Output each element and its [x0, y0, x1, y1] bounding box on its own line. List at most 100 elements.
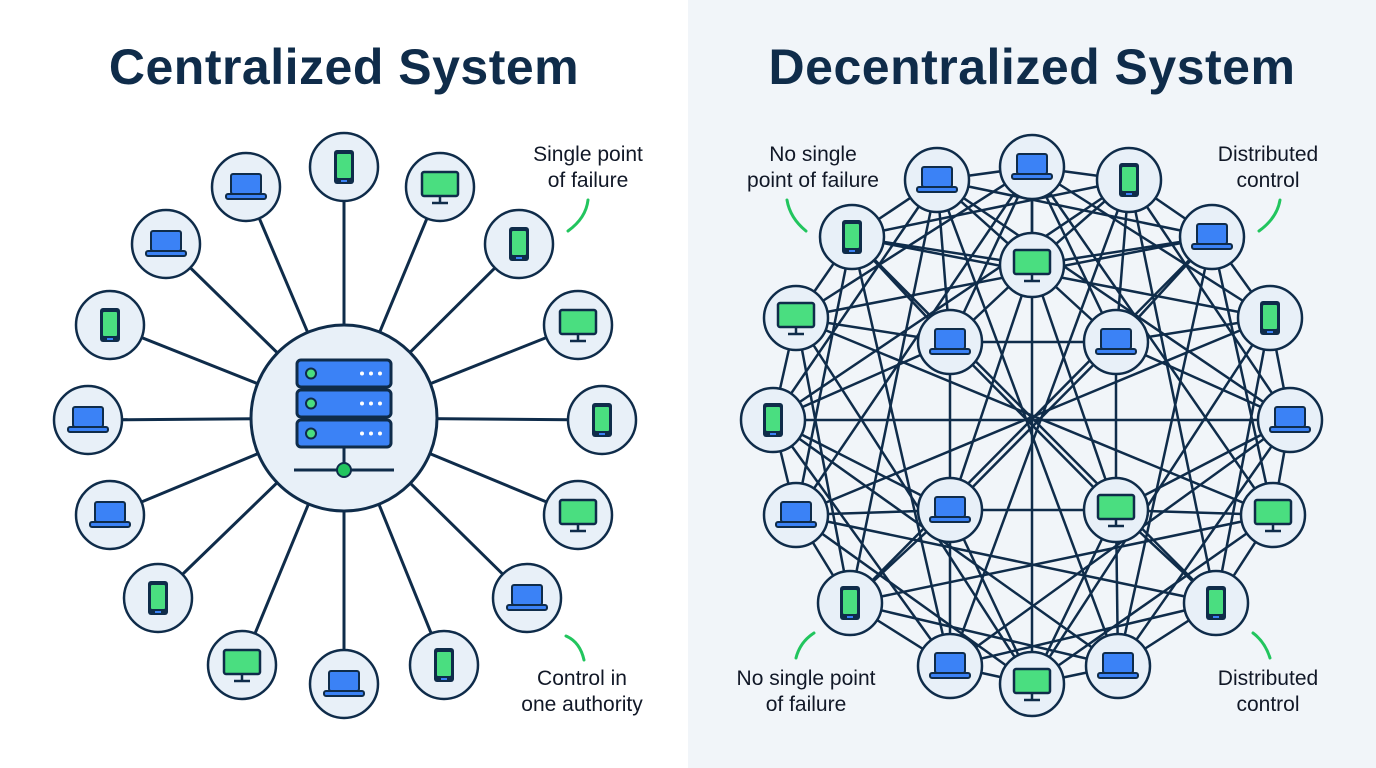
- mesh-link: [794, 317, 852, 604]
- phone-icon: [334, 150, 354, 184]
- client-node: [483, 208, 555, 280]
- client-node: [130, 208, 202, 280]
- laptop-icon: [1269, 406, 1311, 433]
- peer-node: [739, 386, 807, 454]
- client-node: [491, 562, 563, 634]
- monitor-icon: [1012, 248, 1052, 283]
- mesh-link: [851, 178, 1130, 239]
- peer-node: [762, 284, 830, 352]
- monitor-icon: [420, 170, 460, 205]
- client-node: [74, 289, 146, 361]
- annotation-pointer: [794, 631, 816, 660]
- peer-node: [1084, 632, 1152, 700]
- mesh-link: [850, 236, 952, 667]
- phone-icon: [842, 220, 862, 254]
- annotation-distributed-control-top-right: Distributed control: [1217, 143, 1319, 192]
- annotation-pointer: [1257, 198, 1282, 233]
- mesh-link: [849, 513, 1274, 605]
- mesh-link: [935, 179, 1120, 667]
- mesh-link: [948, 264, 1034, 511]
- annotation-single-point-of-failure: Single point of failure: [533, 143, 643, 192]
- phone-icon: [1119, 163, 1139, 197]
- peer-node: [1095, 146, 1163, 214]
- client-node: [404, 151, 476, 223]
- mesh-link: [1214, 317, 1272, 604]
- mesh-link: [936, 178, 1213, 239]
- annotation-no-single-point-top-left: No single point of failure: [747, 143, 879, 192]
- mesh-link: [1030, 264, 1118, 511]
- peer-node: [1239, 481, 1307, 549]
- client-node: [408, 629, 480, 701]
- laptop-icon: [775, 501, 817, 528]
- annotation-pointer: [566, 198, 590, 233]
- central-server-hub: [249, 323, 439, 513]
- client-node: [308, 648, 380, 720]
- phone-icon: [100, 308, 120, 342]
- client-node: [122, 562, 194, 634]
- annotation-no-single-point-bottom-left: No single point of failure: [736, 667, 876, 716]
- client-node: [52, 384, 124, 456]
- monitor-icon: [1096, 493, 1136, 528]
- peer-node: [1236, 284, 1304, 352]
- centralized-title: Centralized System: [108, 39, 580, 95]
- mesh-link: [1127, 179, 1292, 421]
- annotation-pointer: [1251, 631, 1272, 660]
- phone-icon: [1260, 301, 1280, 335]
- monitor-icon: [558, 498, 598, 533]
- client-node: [74, 479, 146, 551]
- monitor-icon: [222, 648, 262, 683]
- laptop-icon: [1097, 652, 1139, 679]
- laptop-icon: [67, 406, 109, 433]
- monitor-icon: [776, 301, 816, 336]
- mesh-link: [948, 179, 1131, 667]
- decentralized-title: Decentralized System: [768, 39, 1296, 95]
- laptop-icon: [1011, 153, 1053, 180]
- mesh-link: [1116, 236, 1214, 667]
- monitor-icon: [1253, 498, 1293, 533]
- client-node: [542, 479, 614, 551]
- peer-node: [998, 650, 1066, 718]
- mesh-link: [949, 341, 1117, 511]
- client-node: [210, 151, 282, 223]
- peer-node: [816, 569, 884, 637]
- peer-node: [762, 481, 830, 549]
- mesh-link: [772, 418, 1119, 668]
- mesh-link: [794, 166, 1034, 516]
- client-node: [206, 629, 278, 701]
- laptop-icon: [929, 328, 971, 355]
- mesh-link: [1210, 236, 1275, 516]
- laptop-icon: [506, 584, 548, 611]
- peer-node: [916, 632, 984, 700]
- client-node: [308, 131, 380, 203]
- phone-icon: [1206, 586, 1226, 620]
- annotation-pointer: [785, 198, 808, 233]
- mesh-link: [849, 601, 1119, 668]
- peer-node: [1256, 386, 1324, 454]
- mesh-link: [1030, 166, 1275, 516]
- phone-icon: [148, 581, 168, 615]
- annotation-pointer: [564, 634, 586, 662]
- peer-node: [998, 133, 1066, 201]
- laptop-icon: [225, 173, 267, 200]
- laptop-icon: [929, 652, 971, 679]
- peer-node: [1082, 476, 1150, 544]
- peer-node: [916, 476, 984, 544]
- mesh-link: [795, 316, 1274, 517]
- annotation-control-in-one-authority: Control in one authority: [521, 667, 643, 716]
- phone-icon: [840, 586, 860, 620]
- client-node: [542, 289, 614, 361]
- server-stack-icon: [294, 358, 394, 478]
- laptop-icon: [916, 166, 958, 193]
- peer-node: [1178, 203, 1246, 271]
- peer-node: [818, 203, 886, 271]
- mesh-link: [771, 179, 939, 421]
- mesh-link: [851, 236, 1217, 604]
- laptop-icon: [929, 496, 971, 523]
- mesh-link: [794, 236, 854, 516]
- laptop-icon: [1095, 328, 1137, 355]
- peer-node: [998, 231, 1066, 299]
- phone-icon: [763, 403, 783, 437]
- laptop-icon: [145, 230, 187, 257]
- monitor-icon: [558, 308, 598, 343]
